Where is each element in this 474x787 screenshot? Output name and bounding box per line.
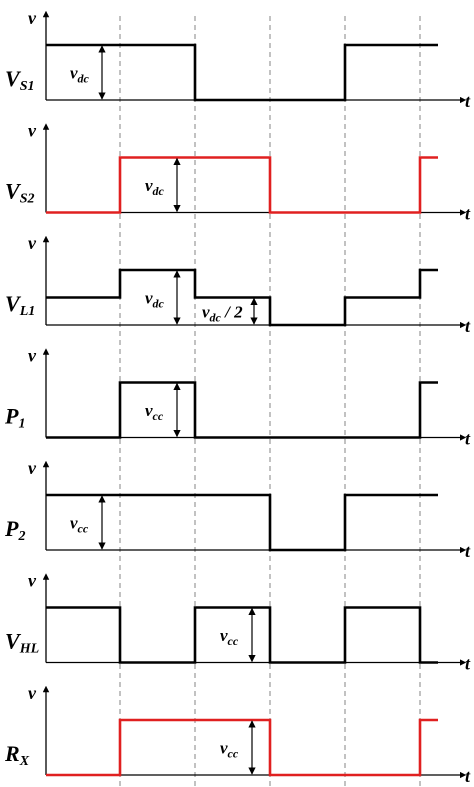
row-label: P1 [4, 404, 25, 432]
amplitude-label-main: v [70, 64, 78, 83]
waveform-signal [46, 268, 438, 327]
waveform-signal [46, 43, 438, 102]
row-label-main: P [4, 516, 19, 541]
waveform-signal [46, 493, 438, 552]
row-label-main: V [5, 179, 22, 204]
x-axis-letter: t [465, 91, 471, 111]
row-label: P2 [4, 516, 25, 544]
row-label-subscript: 1 [18, 417, 25, 432]
amplitude-label-subscript: dc [153, 297, 165, 311]
half-amplitude-label: vdc / 2 [202, 302, 243, 324]
amplitude-label: vcc [220, 626, 239, 648]
x-axis-letter: t [465, 766, 471, 786]
amplitude-label-subscript: cc [228, 634, 239, 648]
waveform-signal [46, 381, 438, 439]
row-label-subscript: L1 [19, 304, 36, 319]
y-axis-letter: v [28, 458, 37, 478]
waveform-signal [46, 718, 438, 777]
x-axis-letter: t [465, 316, 471, 336]
row-label-main: V [5, 66, 22, 91]
x-axis-letter: t [465, 541, 471, 561]
amplitude-label-main: v [145, 176, 153, 195]
amplitude-label: vcc [220, 739, 239, 761]
amplitude-label: vdc [145, 176, 165, 198]
y-axis-letter: v [28, 233, 37, 253]
y-axis-letter: v [28, 8, 37, 28]
row-label: VHL [5, 629, 39, 657]
row-label-subscript: X [19, 754, 30, 769]
y-axis-letter: v [28, 683, 37, 703]
half-amplitude-label-suffix: / 2 [221, 302, 243, 321]
row-label-main: P [4, 404, 19, 429]
amplitude-label-main: v [145, 401, 153, 420]
y-axis-letter: v [28, 346, 37, 366]
x-axis-letter: t [465, 204, 471, 224]
waveform-signal [46, 156, 438, 214]
amplitude-label: vdc [145, 289, 165, 311]
row-label-subscript: HL [19, 642, 39, 657]
row-label-main: V [5, 629, 22, 654]
amplitude-label-main: v [220, 626, 228, 645]
half-amplitude-label-main: v [202, 302, 210, 321]
row-label: VS1 [5, 66, 34, 94]
amplitude-label-subscript: dc [153, 184, 165, 198]
x-axis-letter: t [465, 429, 471, 449]
amplitude-label-subscript: dc [78, 72, 90, 86]
y-axis-letter: v [28, 121, 37, 141]
row-label-subscript: 2 [17, 529, 25, 544]
amplitude-label-main: v [145, 289, 153, 308]
amplitude-label-subscript: cc [153, 409, 164, 423]
row-label-subscript: S2 [20, 192, 35, 207]
half-amplitude-label-subscript: dc [210, 310, 222, 324]
waveform-signal [46, 606, 438, 664]
row-label-subscript: S1 [20, 79, 35, 94]
amplitude-label-subscript: cc [78, 522, 89, 536]
row-label-main: R [4, 741, 20, 766]
row-label-main: V [5, 291, 22, 316]
row-label: VL1 [5, 291, 35, 319]
amplitude-label: vdc [70, 64, 90, 86]
row-label: VS2 [5, 179, 34, 207]
row-label: RX [4, 741, 30, 769]
amplitude-label: vcc [145, 401, 164, 423]
x-axis-letter: t [465, 654, 471, 674]
amplitude-label: vcc [70, 514, 89, 536]
amplitude-label-main: v [220, 739, 228, 758]
time-guide-lines [119, 16, 421, 787]
amplitude-label-main: v [70, 514, 78, 533]
y-axis-letter: v [28, 571, 37, 591]
amplitude-label-subscript: cc [228, 747, 239, 761]
